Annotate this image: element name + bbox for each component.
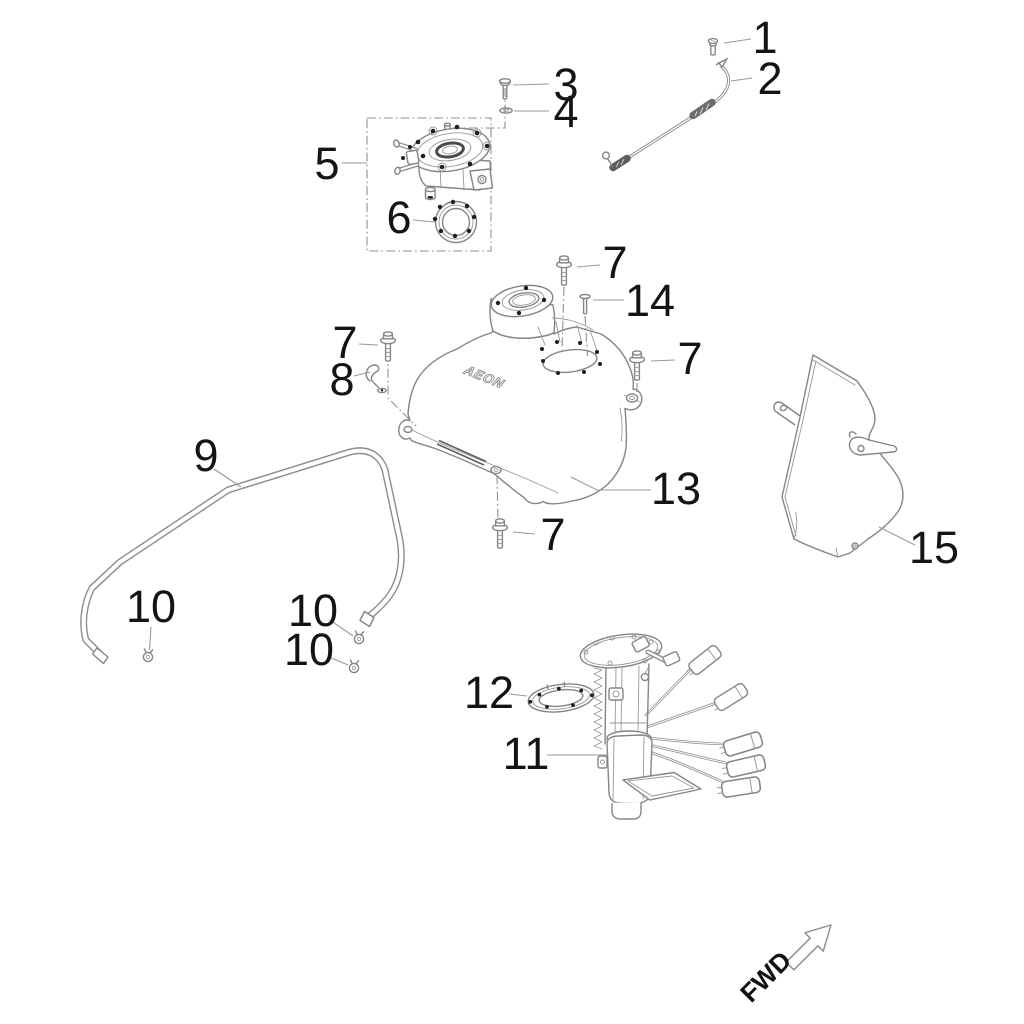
callout-10-low: 10 bbox=[284, 624, 334, 675]
part-6-gasket-ring bbox=[432, 199, 478, 244]
callout-8: 8 bbox=[329, 354, 354, 405]
callout-9: 9 bbox=[193, 430, 218, 481]
part-13-fuel-tank: AEON bbox=[398, 284, 643, 505]
callout-11: 11 bbox=[503, 728, 550, 779]
callout-10-left: 10 bbox=[126, 581, 176, 632]
part-15-bracket bbox=[773, 354, 904, 558]
callout-3: 3 bbox=[553, 59, 578, 110]
callout-7-top: 7 bbox=[602, 237, 627, 288]
part-5-valve-assembly bbox=[366, 117, 494, 252]
part-1-screw bbox=[707, 37, 719, 56]
part-11-fuel-pump-module bbox=[579, 633, 768, 820]
fwd-label: FWD bbox=[734, 945, 797, 1008]
callout-10-mid: 10 bbox=[288, 585, 338, 636]
callout-4: 4 bbox=[553, 86, 578, 137]
fwd-arrow-icon bbox=[785, 924, 832, 971]
callout-14: 14 bbox=[625, 275, 675, 326]
callout-labels: 1 2 3 4 5 6 7 14 7 8 7 13 7 9 10 10 10 1… bbox=[126, 12, 959, 779]
part-8-clip bbox=[365, 364, 387, 394]
callout-7-right: 7 bbox=[677, 333, 702, 384]
callout-13: 13 bbox=[651, 463, 701, 514]
callout-7-left: 7 bbox=[332, 317, 357, 368]
callout-12: 12 bbox=[464, 667, 514, 718]
callout-5: 5 bbox=[314, 138, 339, 189]
wire-connectors bbox=[683, 643, 768, 800]
pump-recess bbox=[537, 317, 602, 375]
part-4-washer bbox=[499, 107, 513, 114]
assembly-axes bbox=[387, 286, 638, 523]
pump-spring bbox=[593, 667, 603, 750]
pump-wiring bbox=[644, 668, 732, 786]
fwd-indicator: FWD bbox=[734, 924, 832, 1008]
part-2-cable bbox=[601, 57, 731, 172]
part-9-vent-tube bbox=[80, 447, 405, 665]
part-12-retaining-ring bbox=[527, 681, 595, 713]
valve-hose-fittings bbox=[393, 139, 420, 176]
callout-15: 15 bbox=[909, 522, 959, 573]
filler-neck bbox=[489, 284, 556, 339]
part-14-screw bbox=[579, 293, 591, 315]
callout-6: 6 bbox=[386, 192, 411, 243]
callout-7-bottom: 7 bbox=[540, 509, 565, 560]
callout-1: 1 bbox=[752, 12, 777, 63]
leader-lines bbox=[148, 38, 916, 756]
callout-2: 2 bbox=[757, 53, 782, 104]
flange-bolt-dots bbox=[415, 124, 492, 172]
